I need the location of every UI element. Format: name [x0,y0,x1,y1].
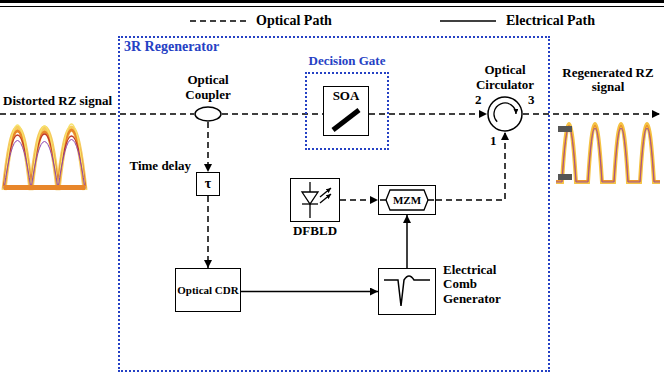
decision-gate-group: Decision GateSOA [305,72,389,150]
regenerated-eye-diagram [556,124,660,182]
box-label: SOA [333,89,360,103]
heading-label: DFBLD [293,224,337,238]
box-label: Optical CDR [177,284,238,296]
port-number: 2 [475,93,482,107]
legend-text: Electrical Path [506,13,595,29]
legend-item: Optical Path [190,13,332,29]
heading-label: Time delay [129,159,191,173]
laser-diode-symbol [302,182,331,218]
optical-path [369,113,487,115]
time-delay-box: Time delayτ [196,172,220,196]
distorted-eye-diagram [4,124,85,190]
circle-outline [487,96,523,132]
circulator-arrow [494,103,516,122]
electrical-path [406,215,408,268]
legend-line-sample [190,16,246,26]
box-label: τ [205,176,211,191]
soa-waveguide [333,110,359,130]
optical-path [340,199,378,201]
top-rule [0,0,664,3]
heading-label: Electrical Comb Generator [443,263,515,306]
input-fiber [0,113,194,115]
regenerator-group: 3R RegeneratorOptical Coupler Decision Ga… [118,36,550,372]
legend-item: Electrical Path [440,13,595,29]
optical-path [436,132,505,200]
optical-path [207,122,209,172]
optical-path [222,113,323,115]
ellipse-outline [194,106,222,122]
modulator-symbol [380,190,434,210]
soa-box: SOA [323,86,369,136]
heading-label: Optical Coupler [176,73,240,102]
signal-label: Regenerated RZ signal [556,66,660,95]
port-number: 1 [490,134,497,148]
electrical-path [241,291,378,293]
top-rule [0,6,664,7]
legend-line-sample [440,16,496,26]
optical-coupler: Optical Coupler [194,106,222,122]
legend-text: Optical Path [256,13,332,29]
optical-circulator: Optical Circulator [487,96,523,132]
laser-box: DFBLD [290,178,340,222]
signal-label: Distorted RZ signal [3,94,112,108]
heading-label: 3R Regenerator [124,39,219,54]
optical-path [207,196,209,268]
filter-symbol [384,276,430,306]
output-fiber [523,113,660,115]
heading-label: Optical Circulator [465,63,545,92]
box-label: MZM [393,194,421,206]
heading-label: Decision Gate [309,54,386,68]
comb-generator-box: Electrical Comb Generator [378,268,436,315]
port-number: 3 [528,93,535,107]
modulator-box: MZM [378,185,436,215]
cdr-box: Optical CDR [175,268,241,312]
